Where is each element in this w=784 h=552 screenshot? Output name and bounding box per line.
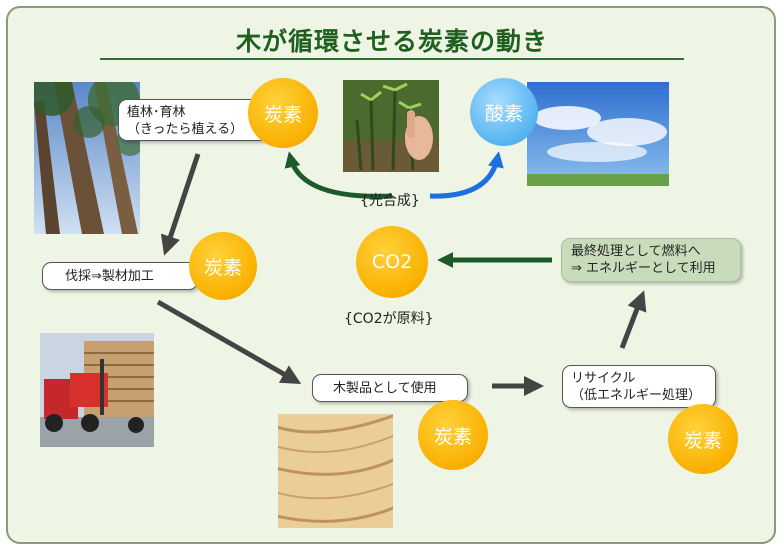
final-label-line1: 最終処理として燃料へ — [571, 244, 701, 259]
lumberyard-photo — [40, 333, 154, 447]
planting-box: 植林･育林 （きったら植える） — [118, 99, 270, 141]
photosynthesis-arrow-carbon — [284, 151, 393, 199]
oxygen-circle: 酸素 — [470, 78, 538, 146]
final-process-box: 最終処理として燃料へ ⇒ エネルギーとして利用 — [561, 238, 741, 282]
planting-label-line1: 植林･育林 — [127, 105, 186, 120]
photosynthesis-arrow-oxygen — [429, 151, 504, 199]
wood-use-box: 木製品として使用 — [312, 374, 468, 402]
title-underline — [100, 58, 684, 60]
seedling-photo — [343, 80, 439, 172]
arrow-recycle-to-final — [619, 290, 647, 349]
wood-use-label: 木製品として使用 — [333, 381, 437, 396]
harvest-label: 伐採⇒製材加工 — [65, 269, 154, 284]
photosynthesis-label: {光合成} — [360, 193, 420, 209]
harvest-box: 伐採⇒製材加工 — [42, 262, 198, 290]
carbon-circle-top: 炭素 — [248, 78, 318, 148]
final-label-line2: ⇒ エネルギーとして利用 — [571, 261, 716, 276]
page-title: 木が循環させる炭素の動き — [235, 27, 548, 56]
recycle-box: リサイクル （低エネルギー処理） — [562, 365, 716, 408]
carbon-circle-harvest: 炭素 — [189, 232, 257, 300]
co2-source-label: {CO2が原料} — [344, 311, 434, 327]
co2-circle: CO2 — [356, 226, 428, 298]
carbon-circle-wood: 炭素 — [418, 400, 488, 470]
planting-label-line2: （きったら植える） — [127, 122, 244, 137]
arrow-harvest-to-wooduse — [156, 299, 302, 384]
arrow-planting-to-harvest — [160, 153, 201, 256]
wood-grain-photo — [278, 414, 393, 528]
carbon-circle-recycle: 炭素 — [668, 404, 738, 474]
recycle-label-line2: （低エネルギー処理） — [571, 388, 702, 403]
sky-photo — [527, 82, 669, 186]
recycle-label-line1: リサイクル — [571, 371, 636, 386]
